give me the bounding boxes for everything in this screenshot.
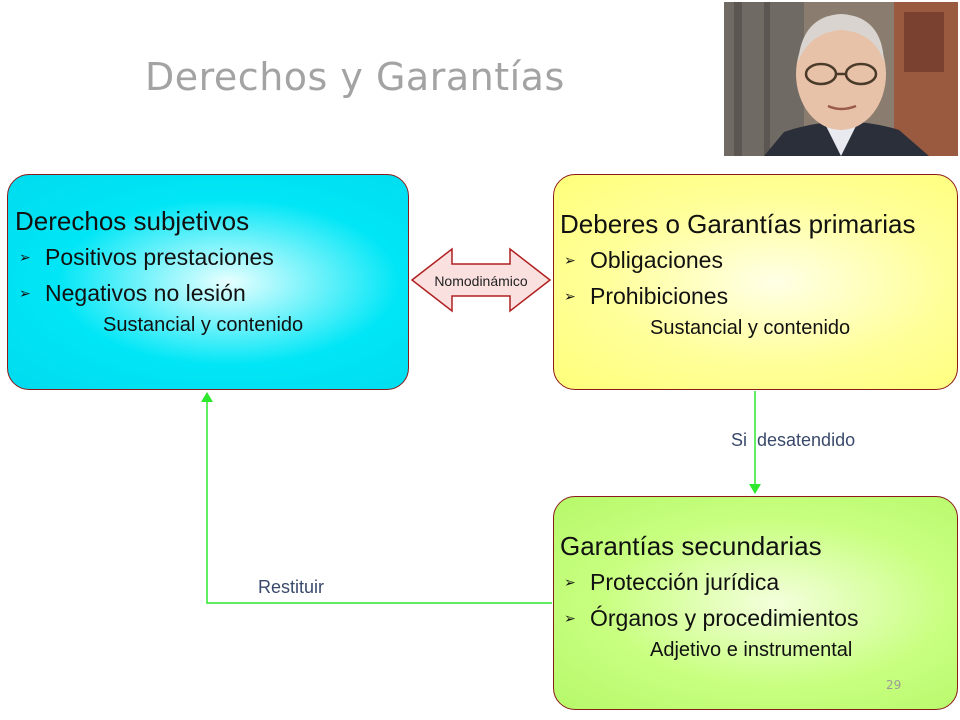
arrow-bullet-icon: ➢: [564, 288, 576, 304]
list-item: ➢Órganos y procedimientos: [560, 600, 957, 636]
box-heading: Deberes o Garantías primarias: [560, 209, 916, 239]
box-garantias-secundarias: Garantías secundarias ➢Protección jurídi…: [553, 496, 958, 710]
page-number: 29: [886, 678, 902, 692]
label-si-desatendido: Si desatendido: [731, 430, 856, 450]
double-arrow-label: Nomodinámico: [434, 273, 528, 289]
list-item: ➢Obligaciones: [560, 242, 957, 278]
portrait-photo: [724, 2, 958, 156]
box-heading: Garantías secundarias: [560, 531, 822, 561]
slide-title: Derechos y Garantías: [145, 55, 565, 99]
box-subtitle: Sustancial y contenido: [103, 314, 304, 336]
arrow-bullet-icon: ➢: [564, 252, 576, 268]
box-subtitle: Adjetivo e instrumental: [650, 639, 853, 661]
arrow-bullet-icon: ➢: [564, 610, 576, 626]
list-item: ➢Positivos prestaciones: [15, 239, 408, 275]
double-arrow-shape: [410, 247, 552, 313]
box-derechos-subjetivos: Derechos subjetivos ➢Positivos prestacio…: [7, 174, 409, 390]
restituir-arrow: [201, 392, 552, 604]
box-subtitle: Sustancial y contenido: [650, 317, 851, 339]
box-garantias-primarias: Deberes o Garantías primarias ➢Obligacio…: [553, 174, 958, 390]
list-item: ➢Protección jurídica: [560, 564, 957, 600]
list-item: ➢Negativos no lesión: [15, 275, 408, 311]
arrow-bullet-icon: ➢: [564, 574, 576, 590]
label-restituir: Restituir: [258, 577, 325, 597]
list-item: ➢Prohibiciones: [560, 278, 957, 314]
arrow-bullet-icon: ➢: [19, 249, 31, 265]
arrow-bullet-icon: ➢: [19, 285, 31, 301]
box-heading: Derechos subjetivos: [15, 206, 250, 236]
